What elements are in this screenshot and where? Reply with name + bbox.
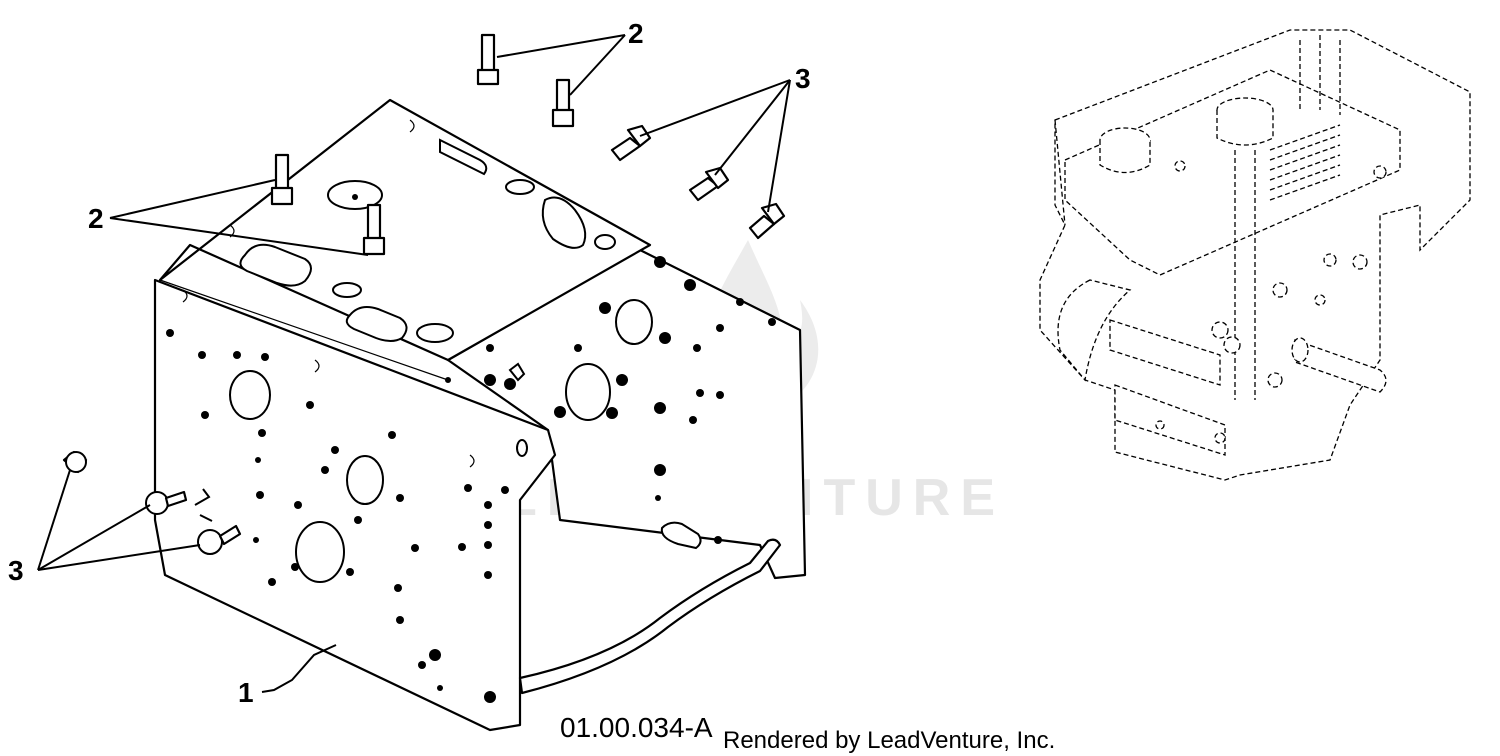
- frame-top-plate: [158, 98, 652, 362]
- callout-leaders: [37, 34, 791, 693]
- self-tapping-screw-icon: [62, 450, 88, 474]
- self-tapping-screw-icon: [688, 166, 730, 202]
- self-tapping-screw-icon: [748, 202, 786, 240]
- self-tapping-screw-icon: [145, 490, 188, 515]
- threaded-stud-icon: [476, 33, 500, 86]
- self-tapping-screw-icon: [197, 524, 242, 555]
- self-tapping-screw-icon: [610, 124, 652, 162]
- callout-3-left: 3: [8, 555, 24, 586]
- callout-2-left: 2: [88, 203, 104, 234]
- callout-1: 1: [238, 677, 254, 708]
- render-credit: Rendered by LeadVenture, Inc.: [723, 727, 1055, 754]
- callout-2-top: 2: [628, 18, 644, 49]
- threaded-studs: [270, 33, 575, 256]
- engine-mount-frame: [153, 98, 807, 732]
- callout-3-top: 3: [795, 63, 811, 94]
- threaded-stud-icon: [551, 78, 575, 128]
- engine-reference-outline: [1039, 29, 1471, 481]
- threaded-stud-icon: [362, 203, 386, 256]
- self-tapping-screws: [62, 124, 786, 555]
- diagram-id: 01.00.034-A: [560, 712, 713, 743]
- threaded-stud-icon: [270, 153, 294, 206]
